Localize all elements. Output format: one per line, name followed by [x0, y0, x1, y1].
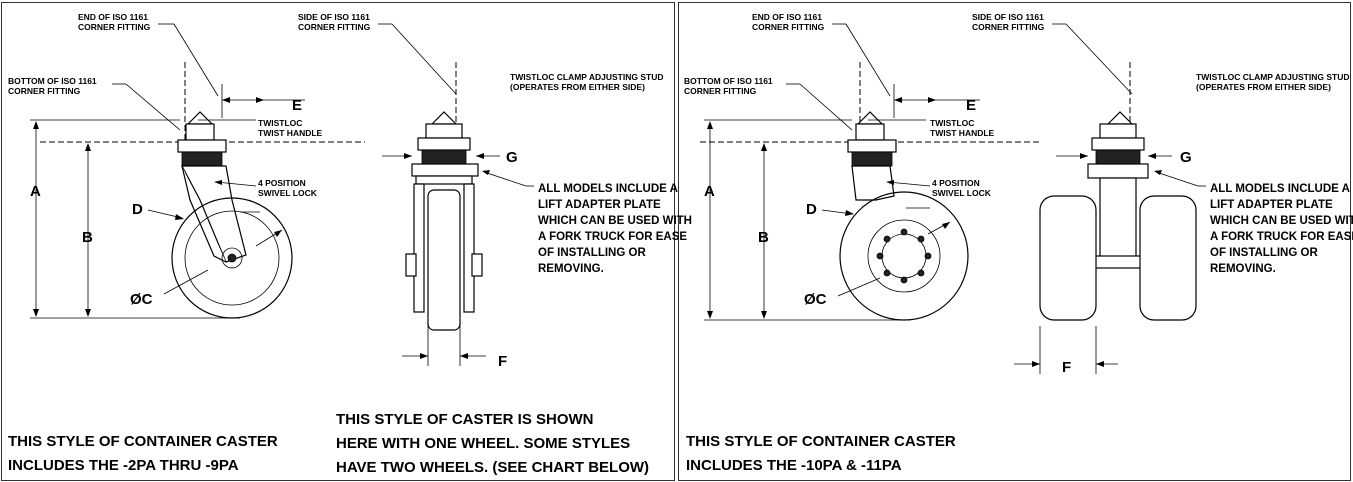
left-end-fitting-label-2: CORNER FITTING	[78, 22, 151, 32]
right-note-line: A FORK TRUCK FOR EASE	[1210, 231, 1353, 243]
left-end-fitting-label-1: END OF ISO 1161	[78, 12, 148, 22]
right-note-line: REMOVING.	[1210, 263, 1276, 275]
right-dim-c: ØC	[804, 291, 827, 308]
left-dim-f: F	[498, 353, 507, 370]
right-bottom-fitting-label-1: BOTTOM OF ISO 1161	[684, 76, 773, 86]
right-side-fitting-label-2: CORNER FITTING	[972, 22, 1045, 32]
right-dim-g: G	[1180, 149, 1192, 166]
left-clamp-label-2: (OPERATES FROM EITHER SIDE)	[510, 82, 645, 92]
right-caption-line: THIS STYLE OF CONTAINER CASTER	[686, 433, 956, 450]
right-dim-b: B	[758, 229, 769, 246]
left-caption-line: THIS STYLE OF CONTAINER CASTER	[8, 433, 278, 450]
right-panel: END OF ISO 1161 CORNER FITTING SIDE OF I…	[684, 12, 1353, 474]
left-twistloc-label-2: TWIST HANDLE	[258, 128, 323, 138]
left-caption-2-line: THIS STYLE OF CASTER IS SHOWN	[336, 411, 594, 428]
right-twistloc-label-2: TWIST HANDLE	[930, 128, 995, 138]
left-clamp-label-1: TWISTLOC CLAMP ADJUSTING STUD	[510, 72, 663, 82]
left-dim-c: ØC	[130, 291, 153, 308]
right-dim-a: A	[704, 183, 715, 200]
left-bottom-fitting-label-2: CORNER FITTING	[8, 86, 81, 96]
right-side-view-caster	[700, 62, 1040, 321]
left-note-line: ALL MODELS INCLUDE A	[538, 183, 678, 195]
right-dim-f: F	[1062, 359, 1071, 376]
right-bottom-fitting-label-2: CORNER FITTING	[684, 86, 757, 96]
right-front-view-caster	[1014, 62, 1206, 374]
right-dim-e: E	[966, 97, 976, 114]
left-dim-b: B	[82, 229, 93, 246]
left-dim-d: D	[132, 201, 143, 218]
left-note-line: OF INSTALLING OR	[538, 247, 646, 259]
right-note-line: WHICH CAN BE USED WITH	[1210, 215, 1353, 227]
right-side-fitting-label-1: SIDE OF ISO 1161	[972, 12, 1044, 22]
right-clamp-label-1: TWISTLOC CLAMP ADJUSTING STUD	[1196, 72, 1349, 82]
left-dim-e: E	[292, 97, 302, 114]
left-note: ALL MODELS INCLUDE A LIFT ADAPTER PLATE …	[538, 183, 692, 275]
right-note-line: OF INSTALLING OR	[1210, 247, 1318, 259]
left-bottom-fitting-label-1: BOTTOM OF ISO 1161	[8, 76, 97, 86]
left-swivel-label-2: SWIVEL LOCK	[258, 188, 318, 198]
right-dimension-lines	[704, 23, 1133, 321]
right-panel-frame	[678, 2, 1351, 481]
left-dimension-lines	[30, 23, 457, 319]
left-dim-a: A	[30, 183, 41, 200]
left-dim-g: G	[506, 149, 518, 166]
left-note-line: A FORK TRUCK FOR EASE	[538, 231, 687, 243]
right-swivel-label-2: SWIVEL LOCK	[932, 188, 992, 198]
left-panel-frame	[1, 2, 675, 481]
left-swivel-label-1: 4 POSITION	[258, 178, 306, 188]
right-note-line: ALL MODELS INCLUDE A	[1210, 183, 1350, 195]
left-side-fitting-label-1: SIDE OF ISO 1161	[298, 12, 370, 22]
right-dim-d: D	[806, 201, 817, 218]
left-twistloc-label-1: TWISTLOC	[258, 118, 302, 128]
right-twistloc-label-1: TWISTLOC	[930, 118, 974, 128]
left-caption-2-line: HERE WITH ONE WHEEL. SOME STYLES	[336, 435, 630, 452]
left-note-line: REMOVING.	[538, 263, 604, 275]
left-caption-line: INCLUDES THE -2PA THRU -9PA	[8, 457, 239, 474]
left-side-view-caster	[40, 62, 365, 319]
right-end-fitting-label-2: CORNER FITTING	[752, 22, 825, 32]
right-clamp-label-2: (OPERATES FROM EITHER SIDE)	[1196, 82, 1331, 92]
left-caption-2-line: HAVE TWO WHEELS. (SEE CHART BELOW)	[336, 459, 649, 476]
right-caption-line: INCLUDES THE -10PA & -11PA	[686, 457, 902, 474]
left-note-line: WHICH CAN BE USED WITH	[538, 215, 692, 227]
left-side-fitting-label-2: CORNER FITTING	[298, 22, 371, 32]
right-swivel-label-1: 4 POSITION	[932, 178, 980, 188]
left-note-line: LIFT ADAPTER PLATE	[538, 199, 661, 211]
right-note: ALL MODELS INCLUDE A LIFT ADAPTER PLATE …	[1210, 183, 1353, 275]
right-note-line: LIFT ADAPTER PLATE	[1210, 199, 1333, 211]
right-end-fitting-label-1: END OF ISO 1161	[752, 12, 822, 22]
left-panel: END OF ISO 1161 CORNER FITTING SIDE OF I…	[8, 12, 692, 476]
left-front-view-caster	[382, 62, 534, 366]
